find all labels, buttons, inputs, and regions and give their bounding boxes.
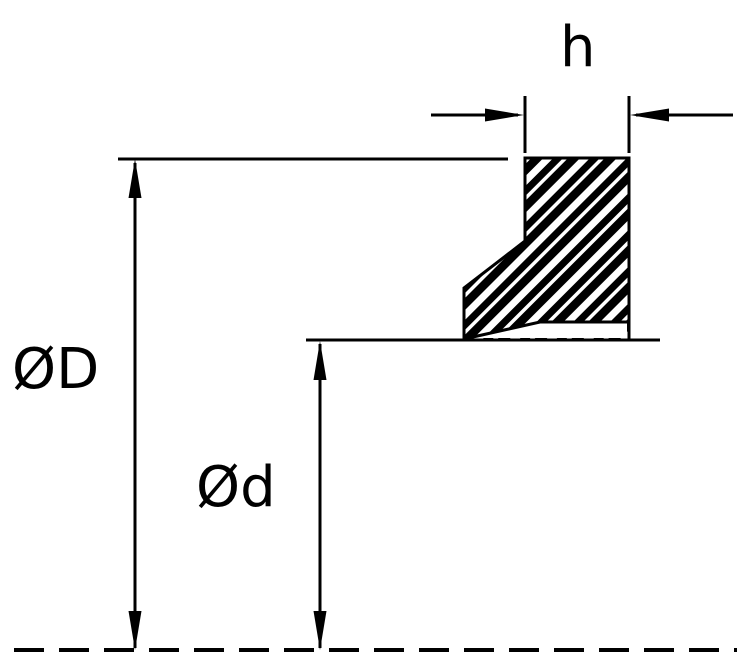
outer-diameter-label: ØD	[12, 337, 99, 402]
seal-notch-outline	[463, 320, 629, 341]
inner-diameter-label: Ød	[196, 455, 276, 520]
inner-diameter-dimension: Ød	[196, 338, 660, 650]
arrow-right-icon	[485, 108, 524, 122]
arrow-up-icon	[313, 341, 327, 380]
height-label: h	[560, 15, 596, 80]
seal-bottom-notch	[468, 321, 627, 338]
height-dimension: h	[431, 15, 733, 153]
arrow-up-icon	[128, 159, 142, 198]
seal-cross-section	[462, 156, 631, 342]
arrow-down-icon	[128, 611, 142, 650]
arrow-down-icon	[313, 611, 327, 650]
arrow-left-icon	[630, 108, 669, 122]
outer-diameter-dimension: ØD	[12, 157, 508, 650]
seal-body-hatched	[462, 156, 631, 342]
